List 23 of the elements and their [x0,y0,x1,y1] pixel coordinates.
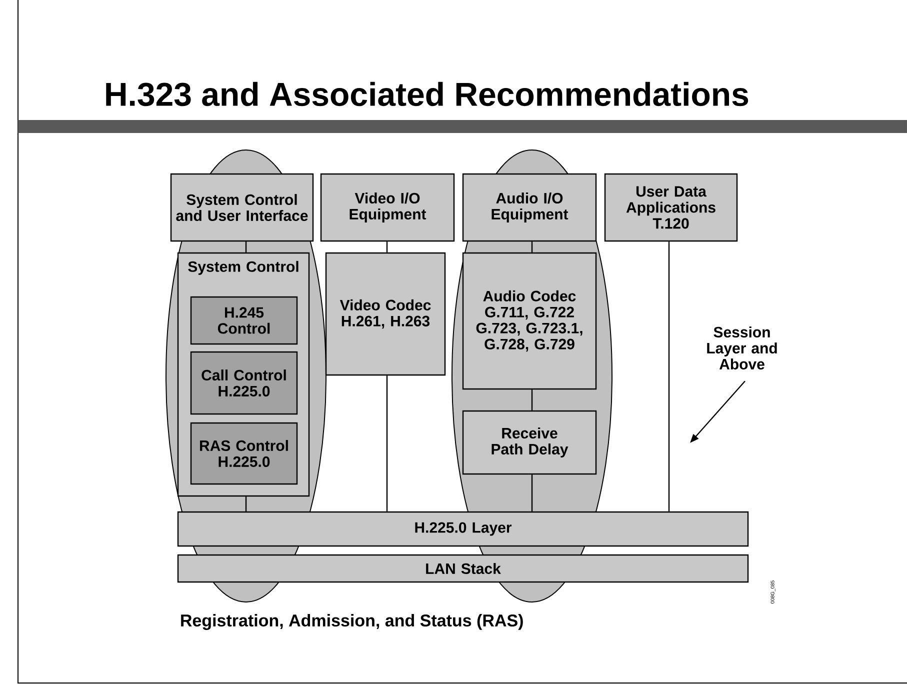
process-box: H.245 Control [190,296,298,345]
process-box: Video I/O Equipment [320,173,455,242]
process-box: System Control and User Interface [170,173,314,242]
process-box: Video Codec H.261, H.263 [325,252,446,376]
caption-text: Registration, Admission, and Status (RAS) [181,614,523,630]
connector-line [245,242,247,252]
layer-bar: H.225.0 Layer [177,511,749,547]
process-box: RAS Control H.225.0 [190,422,298,485]
connector-line [386,376,388,512]
annotation-text: Session Layer and Above [707,326,777,370]
connector-line [386,242,388,252]
connector-line [668,242,670,512]
connector-line [531,474,533,512]
process-box: Audio I/O Equipment [462,173,597,242]
title: H.323 and Associated Recommendations [106,82,748,106]
process-box: Audio Codec G.711, G.722 G.723, G.723.1, G.728, G.729 [462,252,597,390]
process-box: Call Control H.225.0 [190,351,298,415]
connector-line [531,390,533,410]
connector-line [531,242,533,252]
connector-line [245,496,247,512]
process-box: User Data Applications T.120 [604,173,738,242]
process-box: Receive Path Delay [462,410,597,475]
layer-bar: LAN Stack [177,554,749,583]
